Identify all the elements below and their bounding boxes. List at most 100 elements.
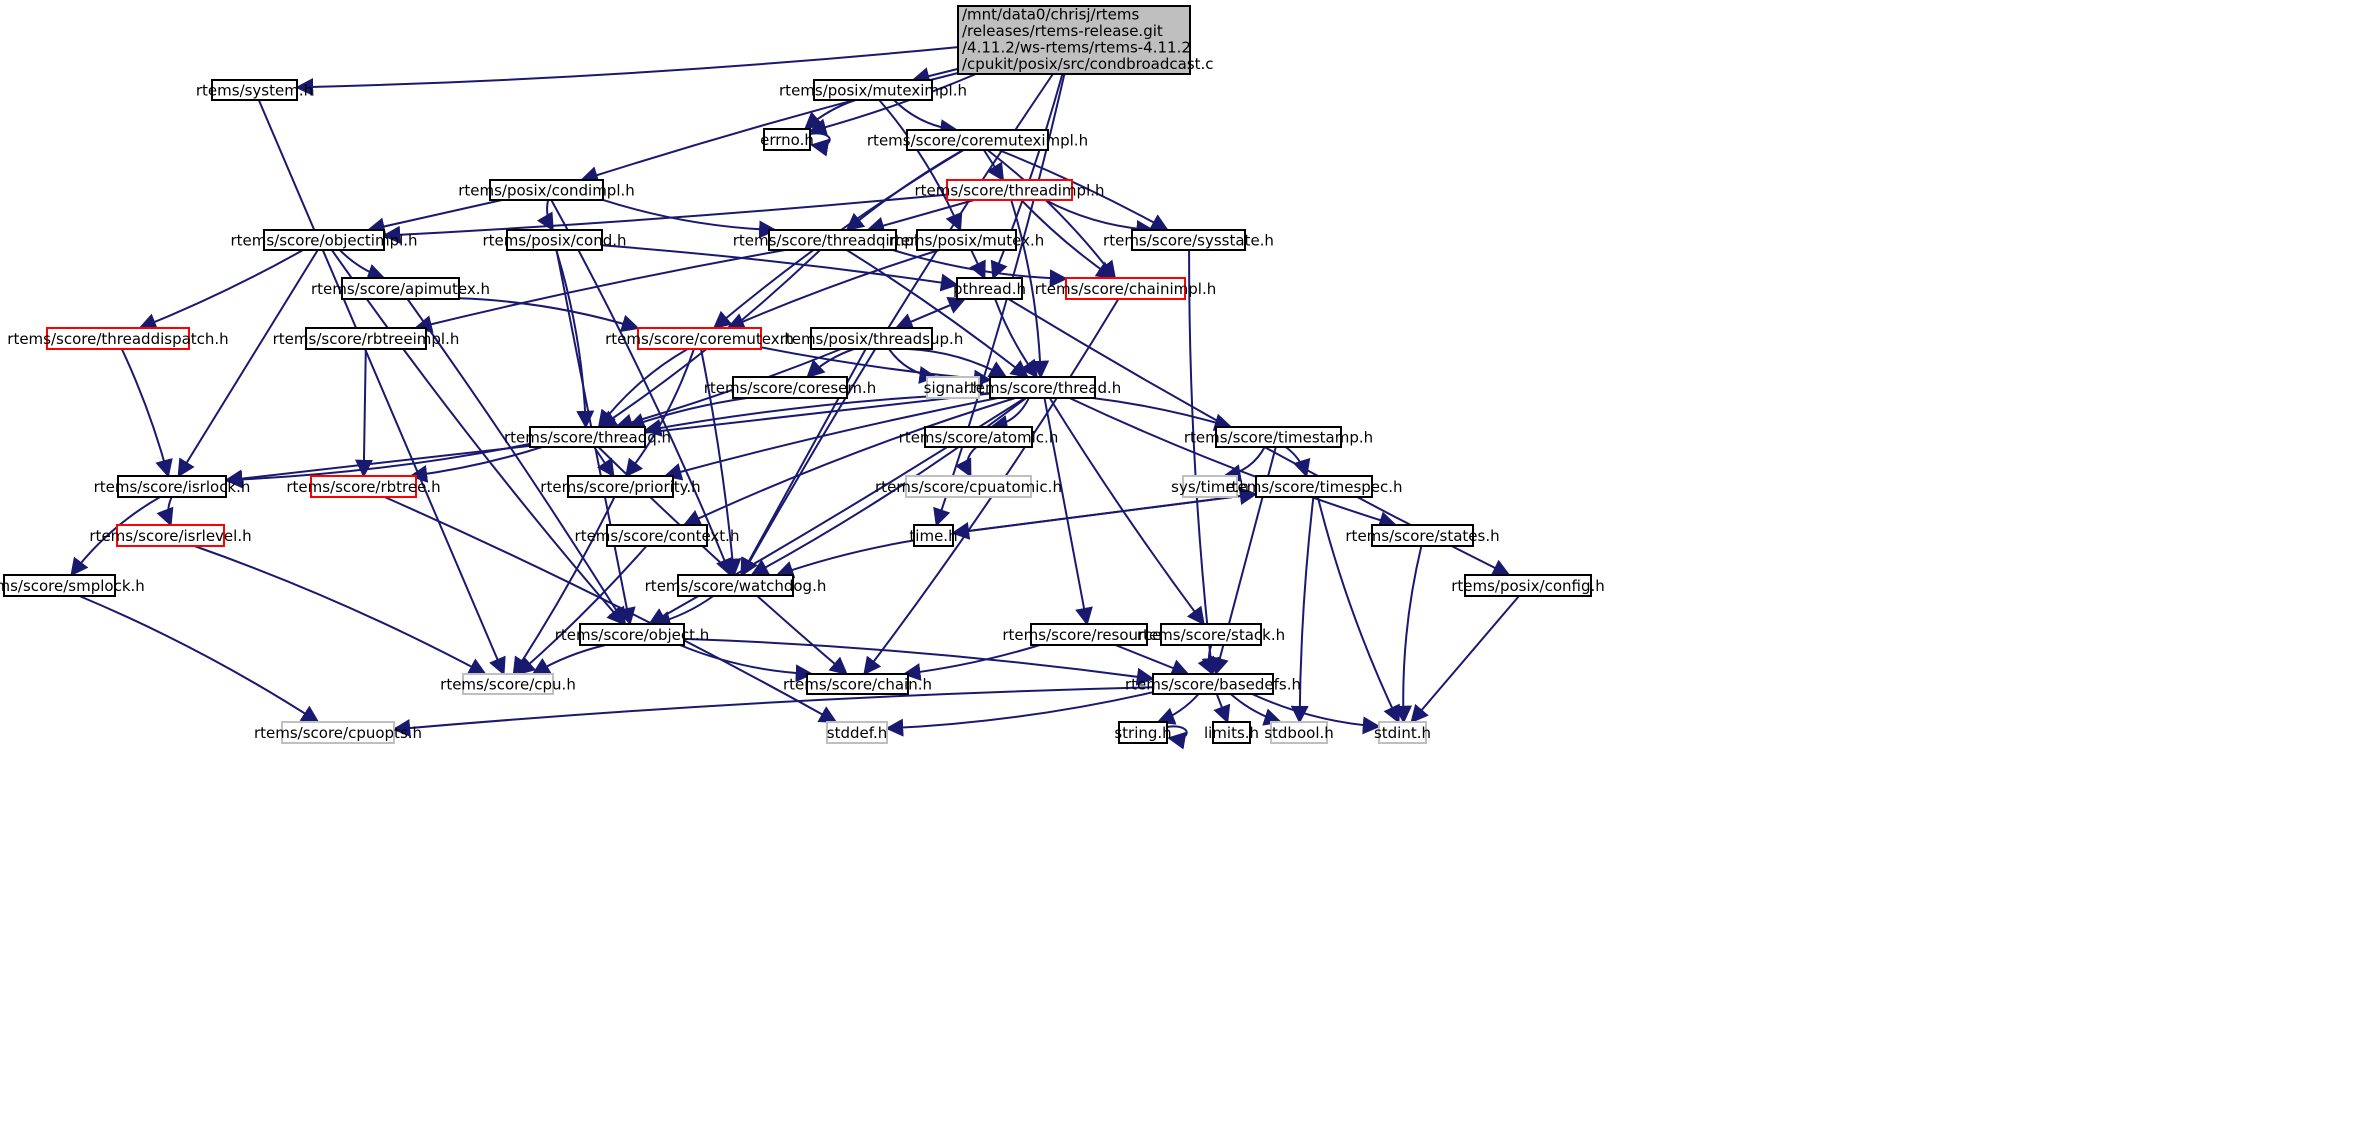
node-chain[interactable]: rtems/score/chain.h: [783, 673, 932, 695]
node-cpuopts[interactable]: rtems/score/cpuopts.h: [254, 721, 422, 744]
edge-rbtreeimpl-to-rbtree: [354, 348, 373, 478]
edge-threadimpl-to-thread: [1010, 199, 1050, 379]
node-systime[interactable]: sys/time.h: [1171, 475, 1249, 498]
edge-objectimpl-to-object: [330, 249, 625, 626]
node-box-timestamp: [1215, 426, 1342, 448]
node-isrlock[interactable]: rtems/score/isrlock.h: [94, 475, 251, 498]
node-apimutex[interactable]: rtems/score/apimutex.h: [311, 277, 490, 300]
edge-string-to-string: [1166, 725, 1188, 750]
node-limits[interactable]: limits.h: [1204, 721, 1259, 744]
node-resource[interactable]: rtems/score/resource.h: [1002, 623, 1176, 646]
node-stddef[interactable]: stddef.h: [826, 721, 888, 744]
node-rbtreeimpl[interactable]: rtems/score/rbtreeimpl.h: [273, 327, 460, 350]
node-posix_cond[interactable]: rtems/posix/cond.h: [482, 229, 627, 251]
node-object[interactable]: rtems/score/object.h: [555, 623, 710, 646]
node-pthread[interactable]: pthread.h: [953, 277, 1026, 300]
node-posix_muteximpl[interactable]: rtems/posix/muteximpl.h: [779, 79, 967, 101]
node-posix_config[interactable]: rtems/posix/config.h: [1451, 574, 1605, 597]
node-label-errno: errno.h: [760, 131, 814, 149]
node-label-signal: signal.h: [924, 379, 983, 397]
node-system[interactable]: rtems/system.h: [196, 79, 313, 101]
node-signal[interactable]: signal.h: [924, 376, 983, 399]
node-timestamp[interactable]: rtems/score/timestamp.h: [1184, 426, 1373, 448]
node-coresem[interactable]: rtems/score/coresem.h: [704, 376, 877, 399]
node-box-threadimpl: [946, 179, 1073, 201]
node-sysstate[interactable]: rtems/score/sysstate.h: [1103, 229, 1274, 251]
node-box-watchdog: [677, 574, 794, 597]
edge-posix_muteximpl-to-coremuteximpl: [893, 99, 959, 138]
edge-threadqimpl-to-chainimpl: [892, 249, 1068, 288]
node-label-posix_config: rtems/posix/config.h: [1451, 577, 1605, 595]
edge-system-to-cpu: [257, 99, 506, 676]
edge-posix_cond-to-threadq: [555, 249, 595, 429]
node-label-isrlock: rtems/score/isrlock.h: [94, 478, 251, 496]
node-timespec[interactable]: rtems/score/timespec.h: [1225, 475, 1403, 498]
node-threadq[interactable]: rtems/score/threadq.h: [504, 426, 671, 448]
edge-timespec-to-stdint: [1316, 496, 1400, 724]
edge-threadsup-to-pthread: [895, 297, 967, 329]
node-priority[interactable]: rtems/score/priority.h: [540, 475, 701, 498]
node-box-posix_config: [1464, 574, 1592, 597]
node-errno[interactable]: errno.h: [760, 128, 814, 151]
node-isrlevel[interactable]: rtems/score/isrlevel.h: [89, 524, 252, 547]
node-box-errno: [763, 128, 811, 151]
node-label-chain: rtems/score/chain.h: [783, 676, 932, 694]
node-coremuteximpl[interactable]: rtems/score/coremuteximpl.h: [867, 129, 1088, 151]
node-cpuatomic[interactable]: rtems/score/cpuatomic.h: [875, 475, 1062, 498]
node-label-posix_mutex: rtems/posix/mutex.h: [889, 232, 1045, 250]
node-basedefs[interactable]: rtems/score/basedefs.h: [1125, 673, 1301, 695]
node-string[interactable]: string.h: [1114, 721, 1172, 744]
nodes-layer: /mnt/data0/chrisj/rtems/releases/rtems-r…: [0, 5, 1605, 744]
node-label-systime: sys/time.h: [1171, 478, 1249, 496]
node-label-rbtreeimpl: rtems/score/rbtreeimpl.h: [273, 330, 460, 348]
node-box-chain: [806, 673, 909, 695]
node-stack[interactable]: rtems/score/stack.h: [1137, 623, 1285, 646]
node-objectimpl[interactable]: rtems/score/objectimpl.h: [230, 229, 418, 251]
node-posix_mutex[interactable]: rtems/posix/mutex.h: [889, 229, 1045, 251]
node-box-rbtree: [310, 475, 417, 498]
node-box-object: [579, 623, 685, 646]
edge-thread-to-states: [1069, 397, 1398, 529]
node-box-rbtreeimpl: [305, 327, 427, 350]
edge-threadsup-to-watchdog: [740, 348, 867, 577]
node-label-context: rtems/score/context.h: [575, 527, 740, 545]
node-label-stdbool: stdbool.h: [1264, 724, 1334, 742]
edge-isrlock-to-smplock: [70, 496, 161, 577]
node-label-posix_cond: rtems/posix/cond.h: [482, 232, 626, 250]
edge-resource-to-basedefs: [1114, 644, 1190, 677]
node-label-coremutex: rtems/score/coremutex.h: [605, 330, 794, 348]
node-rbtree[interactable]: rtems/score/rbtree.h: [286, 475, 441, 498]
node-box-pthread: [956, 277, 1023, 300]
node-box-stddef: [826, 721, 888, 744]
edge-coresem-to-threadq: [626, 397, 748, 431]
node-threadimpl[interactable]: rtems/score/threadimpl.h: [914, 179, 1105, 201]
node-threaddispatch[interactable]: rtems/score/threaddispatch.h: [7, 327, 229, 350]
node-thread[interactable]: rtems/score/thread.h: [964, 376, 1122, 399]
node-time[interactable]: time.h: [909, 524, 958, 547]
edge-root-to-pthread: [990, 73, 1064, 280]
node-context[interactable]: rtems/score/context.h: [575, 524, 740, 547]
edge-thread-to-stack: [1048, 397, 1205, 626]
node-box-limits: [1212, 721, 1251, 744]
node-states[interactable]: rtems/score/states.h: [1345, 524, 1500, 547]
node-threadqimpl[interactable]: rtems/score/threadqimpl.h: [733, 229, 933, 251]
node-chainimpl[interactable]: rtems/score/chainimpl.h: [1035, 277, 1216, 300]
node-label-cpuopts: rtems/score/cpuopts.h: [254, 724, 422, 742]
edge-threadsup-to-coresem: [806, 348, 855, 379]
node-stdint[interactable]: stdint.h: [1374, 721, 1431, 744]
node-stdbool[interactable]: stdbool.h: [1264, 721, 1334, 744]
node-posix_condimpl[interactable]: rtems/posix/condimpl.h: [458, 179, 635, 201]
node-cpu[interactable]: rtems/score/cpu.h: [440, 673, 576, 695]
node-atomic[interactable]: rtems/score/atomic.h: [899, 426, 1059, 448]
node-smplock[interactable]: rtems/score/smplock.h: [0, 574, 145, 597]
node-label-rbtree: rtems/score/rbtree.h: [286, 478, 440, 496]
node-threadsup[interactable]: rtems/posix/threadsup.h: [780, 327, 964, 350]
node-watchdog[interactable]: rtems/score/watchdog.h: [645, 574, 827, 597]
node-label-threadqimpl: rtems/score/threadqimpl.h: [733, 232, 933, 250]
node-box-thread: [989, 376, 1096, 399]
edge-object-to-cpu: [531, 644, 606, 675]
node-box-threadqimpl: [768, 229, 897, 251]
edge-posix_config-to-stdint: [1410, 595, 1520, 724]
node-box-isrlevel: [116, 524, 225, 547]
node-coremutex[interactable]: rtems/score/coremutex.h: [605, 327, 794, 350]
